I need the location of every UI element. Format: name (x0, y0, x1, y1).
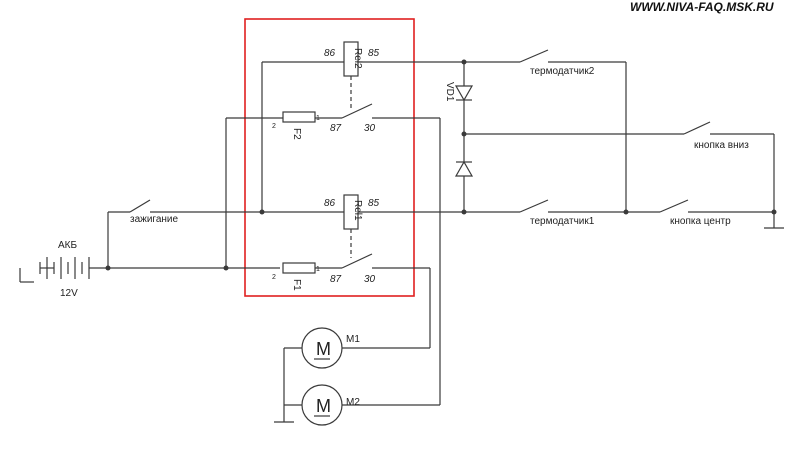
button-center: кнопка центр (659, 199, 774, 227)
relay-highlight-box (244, 18, 415, 297)
relay2-contact (341, 103, 373, 119)
motor-m1-symbol: M (316, 339, 331, 359)
relay1: Rel1 86 85 (324, 194, 380, 258)
battery-voltage: 12V (60, 288, 78, 299)
relay2-pin87: 87 (330, 123, 342, 134)
diode-vd1: VD1 (444, 82, 474, 177)
fuse1: 2 1 F1 (272, 262, 320, 291)
relay2: Rel2 86 85 (324, 41, 380, 108)
motor-m2-symbol: M (316, 396, 331, 416)
thermo-switch-1: термодатчик1 (519, 199, 660, 227)
site-watermark: WWW.NIVA-FAQ.MSK.RU (630, 0, 774, 14)
relay2-pin85: 85 (368, 48, 380, 59)
diode-upper (454, 85, 474, 102)
relay1-pin30: 30 (364, 274, 376, 285)
thermo2-label: термодатчик2 (530, 66, 595, 77)
fuse1-name: F1 (291, 279, 302, 291)
fuse2-name: F2 (291, 128, 302, 140)
fuse2-body (282, 111, 316, 123)
thermo1-label: термодатчик1 (530, 216, 595, 227)
button-down-label: кнопка вниз (694, 140, 749, 151)
button-center-label: кнопка центр (670, 216, 731, 227)
ignition-switch: зажигание (129, 199, 262, 225)
thermo-switch-2: термодатчик2 (519, 49, 626, 77)
fuse2-pin2: 2 (272, 123, 276, 130)
relay1-name: Rel1 (352, 200, 363, 221)
fuse1-pin1: 1 (316, 266, 320, 273)
ignition-label: зажигание (130, 214, 179, 225)
motor-m2: M M2 (301, 384, 360, 426)
motor-m1-name: M1 (346, 334, 360, 345)
relay2-pin86: 86 (324, 48, 336, 59)
fuse1-pin2: 2 (272, 274, 276, 281)
relay2-pin30: 30 (364, 123, 376, 134)
battery: АКБ 12V (19, 240, 108, 299)
relay2-name: Rel2 (352, 48, 363, 69)
diode-name: VD1 (444, 82, 455, 102)
diode-lower (454, 160, 474, 177)
motor-m2-name: M2 (346, 397, 360, 408)
button-down: кнопка вниз (683, 121, 774, 151)
relay1-pin86: 86 (324, 198, 336, 209)
battery-label: АКБ (58, 240, 77, 251)
relay1-contact (341, 253, 373, 269)
relay1-pin85: 85 (368, 198, 380, 209)
relay1-pin87: 87 (330, 274, 342, 285)
fuse2: 2 1 F2 (272, 111, 320, 140)
fuse1-body (282, 262, 316, 274)
